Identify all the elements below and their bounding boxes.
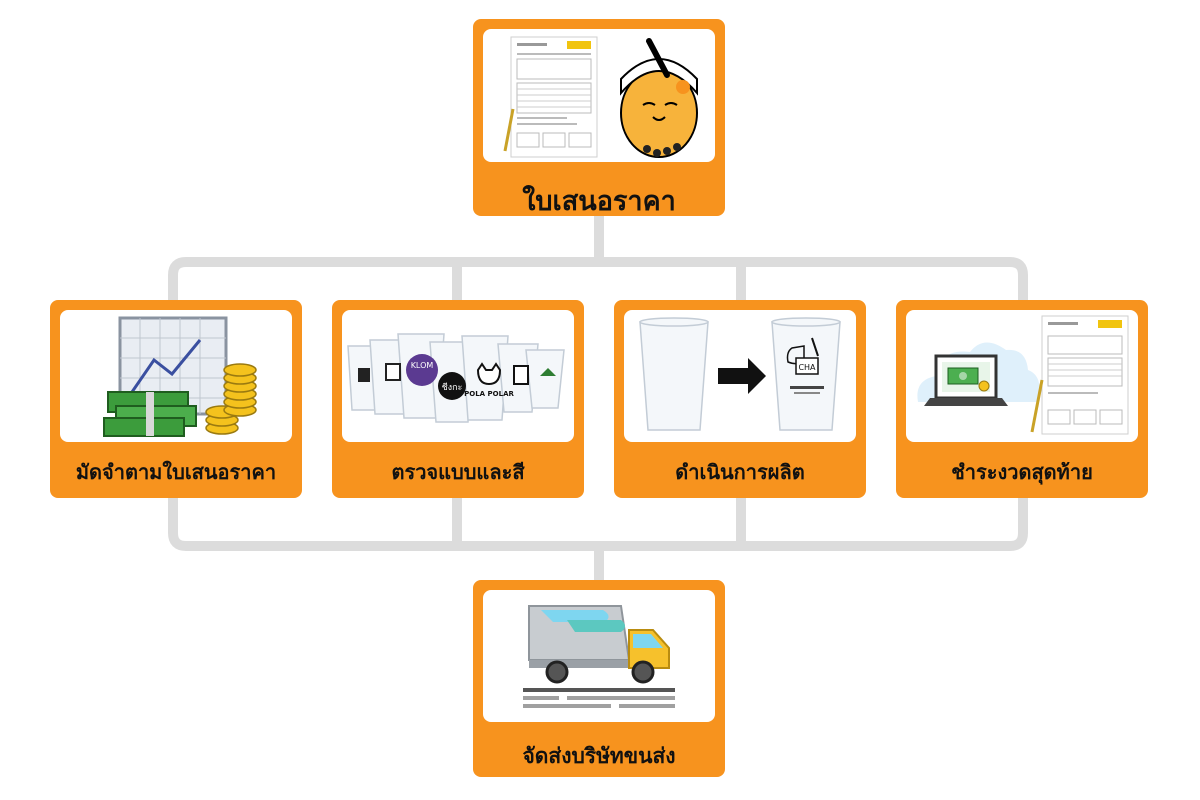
card-label: ชำระงวดสุดท้าย xyxy=(951,460,1093,484)
delivery-truck-icon xyxy=(523,605,675,708)
card-label: ตรวจแบบและสี xyxy=(391,460,525,484)
card-quotation: ใบเสนอราคา xyxy=(473,19,725,217)
production-image: CHA xyxy=(624,310,856,442)
card-label: มัดจำตามใบเสนอราคา xyxy=(75,460,277,484)
arrow-right-icon xyxy=(718,358,766,394)
money-stack-and-chart-icon xyxy=(103,316,257,437)
card-deposit: มัดจำตามใบเสนอราคา xyxy=(50,300,302,498)
deposit-image xyxy=(60,310,292,442)
laptop-payment-and-invoice-icon xyxy=(917,315,1129,435)
final-payment-image xyxy=(906,310,1138,442)
cup-logo-cha: CHA xyxy=(798,363,816,372)
quotation-document-and-bubble-tea-mascot-icon xyxy=(503,36,698,158)
cup-logo-klom: KLOM xyxy=(411,361,434,370)
shipping-image xyxy=(483,590,715,722)
check-design-image: KLOM ชีงกะ POLA POLAR xyxy=(342,310,574,442)
card-production: CHA ดำเนินการผลิต xyxy=(614,300,866,498)
blank-cup-to-printed-cup-icon: CHA xyxy=(639,317,841,431)
cup-logo-thai-brand: ชีงกะ xyxy=(442,382,463,393)
card-final-payment: ชำระงวดสุดท้าย xyxy=(896,300,1148,498)
card-label: ดำเนินการผลิต xyxy=(675,460,805,484)
printed-plastic-cups-icon: KLOM ชีงกะ POLA POLAR xyxy=(347,333,565,423)
card-check-design: KLOM ชีงกะ POLA POLAR ตรวจแบบและสี xyxy=(332,300,584,498)
card-shipping: จัดส่งบริษัทขนส่ง xyxy=(473,580,725,777)
cup-logo-polar: POLA POLAR xyxy=(464,390,514,398)
card-label: จัดส่งบริษัทขนส่ง xyxy=(522,744,676,768)
card-label: ใบเสนอราคา xyxy=(522,186,676,217)
quotation-image xyxy=(483,29,715,162)
